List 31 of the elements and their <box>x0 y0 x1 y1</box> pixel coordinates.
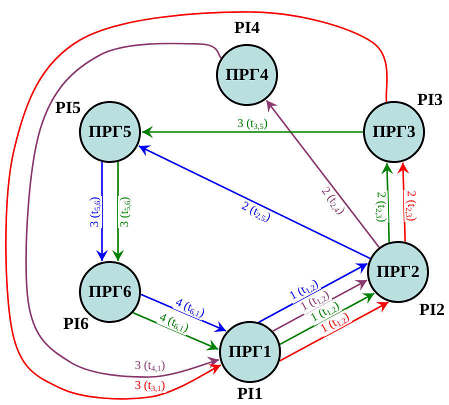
arrow <box>132 312 218 350</box>
edge-label: 3 (t$_{3,1}$) <box>134 379 166 393</box>
arrow <box>258 262 368 323</box>
arrow <box>381 163 394 242</box>
arrow <box>138 145 370 260</box>
node-label: ПРГ2 <box>376 262 420 282</box>
node-caption: PI5 <box>55 98 81 118</box>
edge-label: 3 (t$_{3,5}$) <box>236 117 269 131</box>
arrow <box>25 42 222 378</box>
arrow <box>142 126 363 138</box>
node-caption: PI2 <box>419 300 445 320</box>
node-label: ПРГ3 <box>372 122 416 142</box>
arrow <box>279 302 389 362</box>
arrow <box>266 100 380 248</box>
arrow <box>140 294 226 332</box>
arrow <box>112 162 124 262</box>
node-label: ПРГ1 <box>228 342 272 362</box>
node-circle <box>219 321 281 383</box>
node-label: ПРГ4 <box>226 65 268 85</box>
node-circle <box>367 241 429 303</box>
node-caption: PI1 <box>237 384 263 404</box>
node-circle <box>216 44 278 106</box>
arrow <box>397 162 410 242</box>
node-caption: PI4 <box>234 18 260 38</box>
node-label: ПРГ6 <box>88 282 132 302</box>
node-label: ПРГ5 <box>88 122 132 142</box>
node-caption: PI6 <box>63 314 89 334</box>
edge-label: 3 (t$_{4,1}$) <box>134 359 166 373</box>
arrow <box>5 11 388 400</box>
arrow <box>96 162 108 262</box>
node-caption: PI3 <box>417 90 443 110</box>
